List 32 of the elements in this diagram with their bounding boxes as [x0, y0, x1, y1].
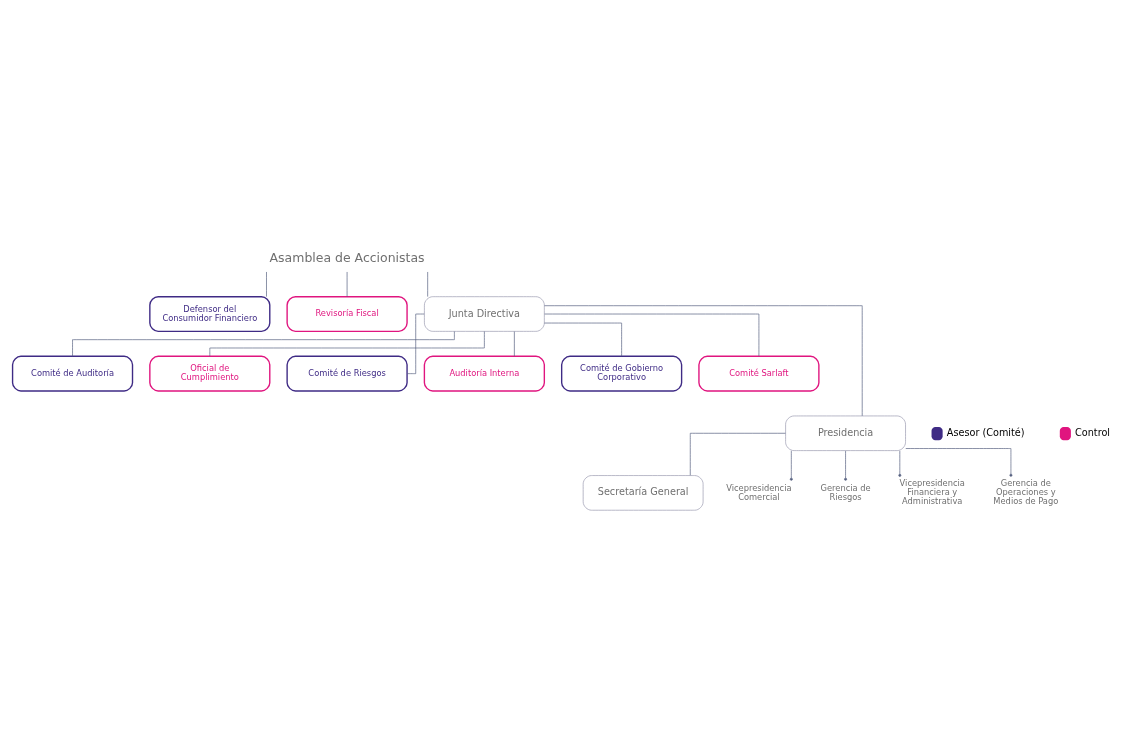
- node-box: Junta Directiva: [424, 295, 545, 332]
- node-box: Revisoría Fiscal: [286, 295, 408, 332]
- node-box: Presidencia: [785, 415, 906, 451]
- node-text: Gerencia de Operaciones y Medios de Pago: [993, 477, 1059, 506]
- connector: [844, 450, 848, 481]
- connector: [72, 330, 455, 357]
- connector: [898, 450, 902, 477]
- node-box: Defensor del Consumidor Financiero: [149, 295, 271, 332]
- connector: [789, 450, 793, 481]
- connector: [905, 447, 1013, 477]
- connector: [544, 304, 863, 416]
- node-box: Secretaría General: [582, 474, 704, 511]
- node-box: Comité de Gobierno Corporativo: [560, 355, 683, 392]
- connector: [427, 271, 429, 297]
- node-box: Comité de Riesgos: [286, 355, 408, 392]
- connector: [544, 313, 760, 356]
- node-box: Oficial de Cumplimiento: [149, 355, 271, 392]
- node-box: Comité Sarlaft: [698, 355, 820, 392]
- node-text: Asamblea de Accionistas: [269, 249, 425, 265]
- connector: [209, 330, 485, 356]
- connector: [544, 322, 622, 357]
- connector: [406, 313, 425, 374]
- node-text: Vicepresidencia Comercial: [726, 482, 792, 502]
- connector: [689, 432, 786, 476]
- node-box: Comité de Auditoría: [11, 355, 134, 392]
- legend-label: Asesor (Comité): [946, 426, 1025, 438]
- node-text: Gerencia de Riesgos: [820, 482, 871, 502]
- node-text: Vicepresidencia Financiera y Administrativa: [899, 477, 965, 506]
- legend-label: Control: [1075, 426, 1111, 438]
- node-box: Auditoría Interna: [423, 355, 546, 392]
- connector: [514, 330, 515, 357]
- connector: [266, 271, 267, 297]
